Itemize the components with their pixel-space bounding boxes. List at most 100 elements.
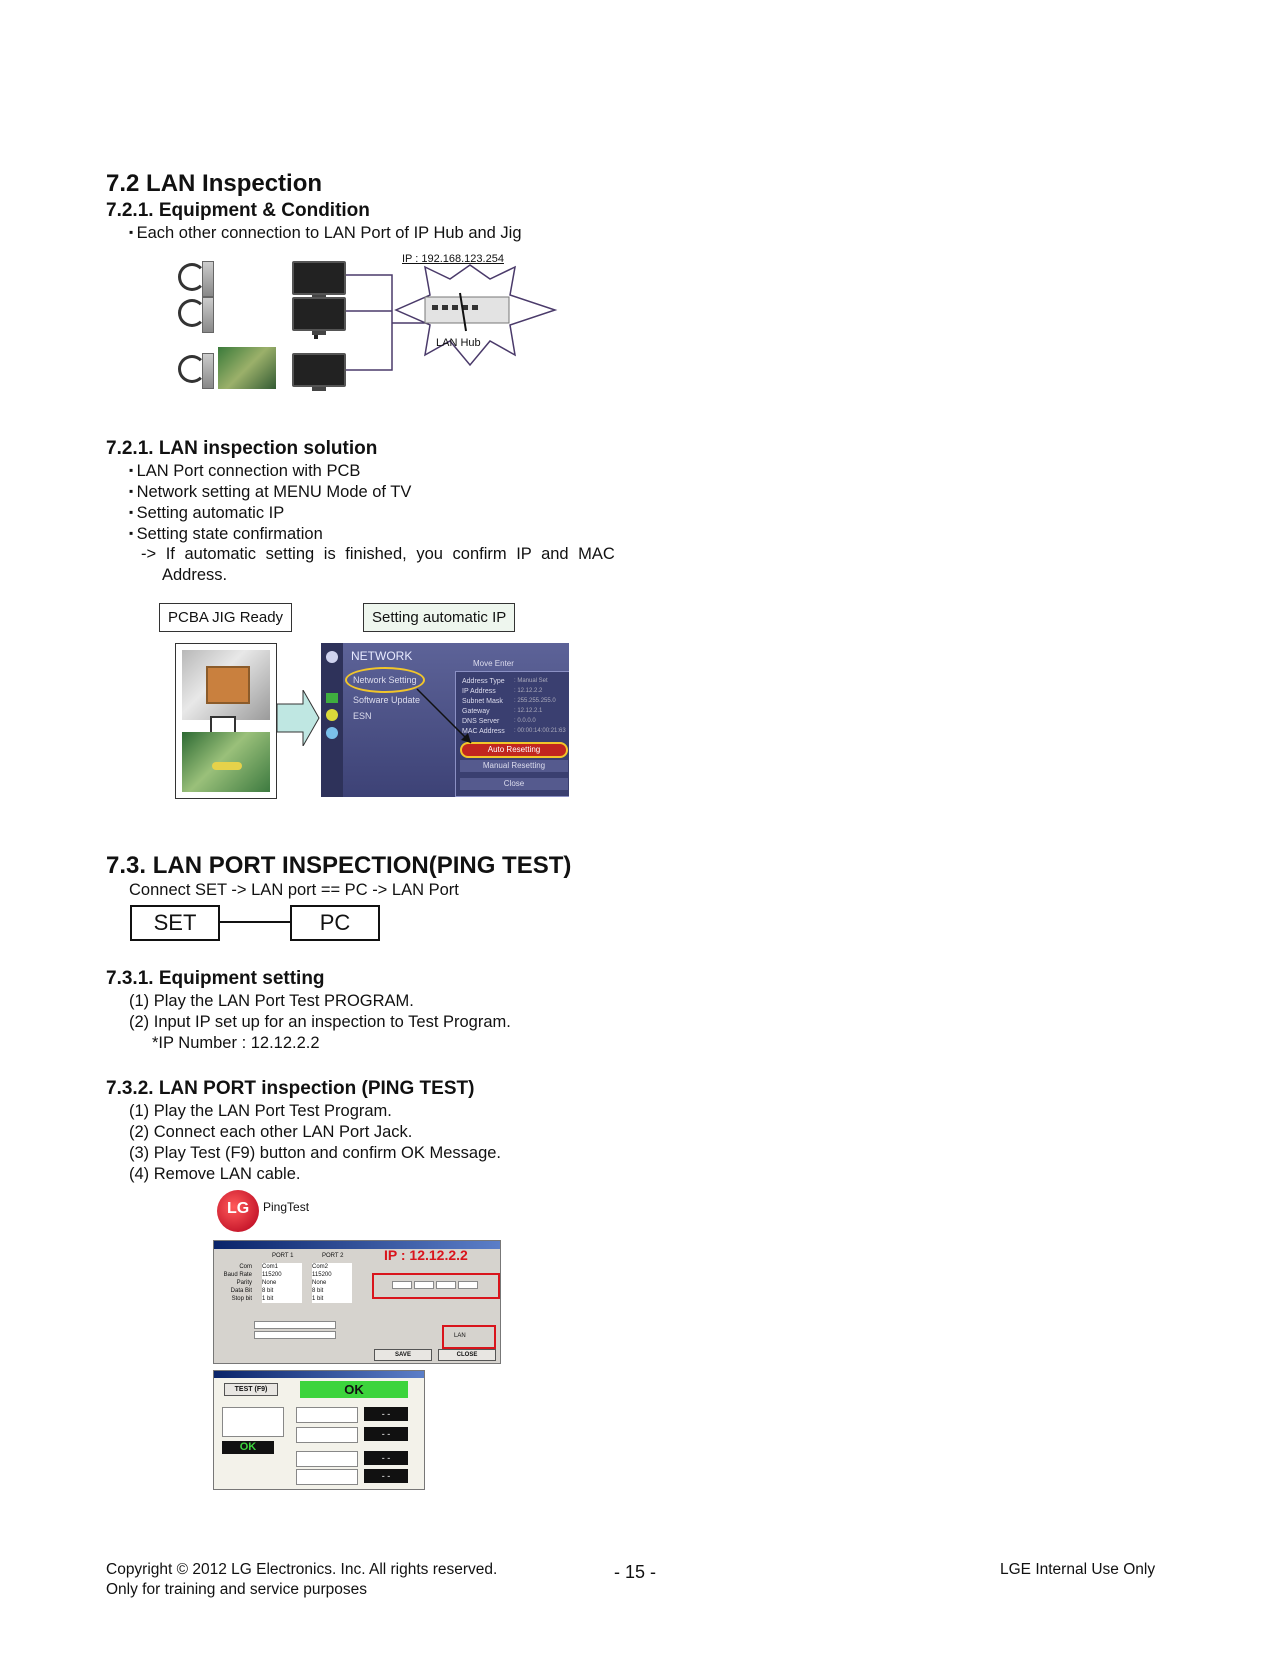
row-label: Com [239,1264,252,1270]
titlebar [214,1371,424,1378]
close-button[interactable]: CLOSE [438,1349,496,1361]
result-field [296,1427,358,1443]
ip-octet[interactable] [392,1281,412,1289]
equipment-setting-step-2: (2) Input IP set up for an inspection to… [129,1013,511,1031]
jig-unit [202,261,214,297]
port-settings-labels: Com Baud Rate Parity Data Bit Stop bit [220,1263,252,1303]
ip-octet[interactable] [458,1281,478,1289]
solution-note: -> If automatic setting is finished, you… [141,545,615,563]
value-gateway: : 12.12.2.1 [514,708,543,714]
subsection-title-solution: 7.2.1. LAN inspection solution [106,438,378,459]
footer-copyright: Copyright © 2012 LG Electronics. Inc. Al… [106,1561,498,1578]
menu-hint: Move Enter [473,659,514,668]
field-dns: DNS Server [462,718,500,725]
menu-title: NETWORK [351,649,413,663]
row-label: Stop bit [231,1296,252,1302]
lan-hub-diagram: IP : 192.168.123.254 LAN Hub [170,253,570,395]
highlight-network-setting [345,667,425,693]
port2-select[interactable]: Com2 [312,1263,352,1271]
port1-select[interactable]: Com1 [262,1263,302,1271]
jig-photo-top [182,650,270,720]
dash-indicator: - - [364,1407,408,1421]
port2-select[interactable]: None [312,1279,352,1287]
dash-indicator: - - [364,1469,408,1483]
jig-unit [202,353,214,389]
field-gateway: Gateway [462,708,490,715]
port2-values[interactable]: Com2 115200 None 8 bit 1 bit [312,1263,352,1303]
ping-step-4: (4) Remove LAN cable. [129,1165,301,1183]
menu-item-software-update[interactable]: Software Update [353,695,421,705]
manual-resetting-button[interactable]: Manual Resetting [460,760,568,772]
value-ip-address: : 12.12.2.2 [514,688,543,694]
test-f9-button[interactable]: TEST (F9) [224,1383,278,1396]
close-button[interactable]: Close [460,778,568,790]
port1-values[interactable]: Com1 115200 None 8 bit 1 bit [262,1263,302,1303]
port1-select[interactable]: None [262,1279,302,1287]
label-pcba-jig-ready: PCBA JIG Ready [159,603,293,632]
ok-small-indicator: OK [222,1441,274,1454]
lg-logo-text: LG [227,1200,250,1217]
jig-icon [178,263,206,291]
field-address-type: Address Type [462,678,505,685]
connect-line: Connect SET -> LAN port == PC -> LAN Por… [129,881,459,899]
auto-resetting-button[interactable]: Auto Resetting [460,742,568,758]
port1-select[interactable]: 8 bit [262,1287,302,1295]
menu-item-esn[interactable]: ESN [353,711,372,721]
port2-select[interactable]: 8 bit [312,1287,352,1295]
ping-step-3: (3) Play Test (F9) button and confirm OK… [129,1144,502,1162]
equipment-line: Each other connection to LAN Port of IP … [129,222,522,244]
field-ip-address: IP Address [462,688,496,695]
page-number: - 15 - [614,1562,657,1582]
subsection-title-equipment-setting: 7.3.1. Equipment setting [106,968,325,989]
port2-header: PORT 2 [322,1253,344,1259]
port1-select[interactable]: 115200 [262,1271,302,1279]
value-subnet: : 255.255.255.0 [514,698,556,704]
ip-number: *IP Number : 12.12.2.2 [152,1034,320,1052]
pcba-jig-photo [175,643,277,799]
tv-icon [292,261,346,299]
tv-icon [292,353,346,391]
pcb-board-image [218,347,276,389]
lan-option-label: LAN [454,1333,466,1339]
connector-line [218,921,290,923]
field-subnet: Subnet Mask [462,698,503,705]
port1-header: PORT 1 [272,1253,294,1259]
pingtest-result-window: TEST (F9) OK OK - - - - - - - - [213,1370,425,1490]
ping-step-2: (2) Connect each other LAN Port Jack. [129,1123,413,1141]
solution-bullet-3: Setting automatic IP [129,502,285,524]
port1-select[interactable]: 1 bit [262,1295,302,1303]
dash-indicator: - - [364,1451,408,1465]
send-field[interactable] [254,1321,336,1329]
solution-note-cont: Address. [162,566,228,584]
ip-octet[interactable] [436,1281,456,1289]
ok-result-banner: OK [300,1381,408,1398]
ip-octet[interactable] [414,1281,434,1289]
save-button[interactable]: SAVE [374,1349,432,1361]
solution-bullet-4: Setting state confirmation [129,523,323,545]
label-setting-automatic-ip: Setting automatic IP [363,603,516,632]
footer-internal: LGE Internal Use Only [1000,1561,1156,1578]
ip-highlight-box [372,1273,500,1299]
row-label: Parity [236,1280,252,1286]
footer-training: Only for training and service purposes [106,1581,368,1598]
result-field [296,1469,358,1485]
lan-option-box[interactable]: LAN [442,1325,496,1349]
port2-select[interactable]: 115200 [312,1271,352,1279]
ip-overlay: IP : 12.12.2.2 [384,1247,468,1263]
row-label: Data Bit [230,1288,252,1294]
reply-field[interactable] [254,1331,336,1339]
jig-unit [202,297,214,333]
log-box [222,1407,284,1437]
lg-logo: LG [217,1190,259,1232]
equipment-setting-step-1: (1) Play the LAN Port Test PROGRAM. [129,992,414,1010]
port2-select[interactable]: 1 bit [312,1295,352,1303]
section-title-7-3: 7.3. LAN PORT INSPECTION(PING TEST) [106,852,572,879]
value-address-type: : Manual Set [514,678,548,684]
right-arrow-icon [277,690,320,746]
pointer-arrow [416,688,472,744]
jig-icon [178,299,206,327]
result-field [296,1407,358,1423]
hub-ip-label: IP : 192.168.123.254 [402,253,504,265]
subsection-title-equipment: 7.2.1. Equipment & Condition [106,200,370,221]
ping-step-1: (1) Play the LAN Port Test Program. [129,1102,392,1120]
